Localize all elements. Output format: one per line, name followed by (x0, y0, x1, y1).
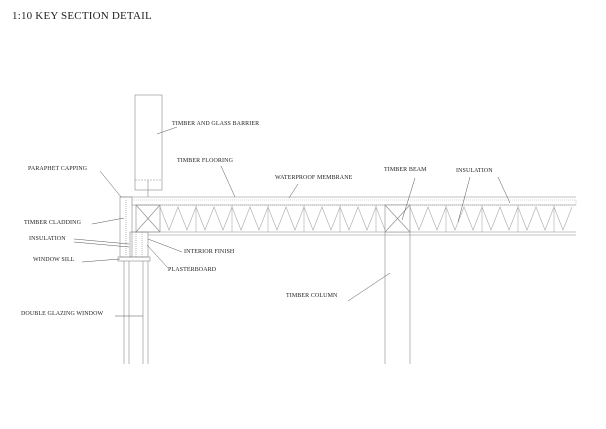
label-interior-finish: INTERIOR FINISH (184, 249, 235, 255)
insulation-hatch (159, 206, 386, 231)
label-timber-cladding: TIMBER CLADDING (24, 220, 81, 226)
label-plasterboard: PLASTERBOARD (168, 267, 217, 273)
floor-slab (120, 196, 577, 236)
label-timber-flooring: TIMBER FLOORING (177, 158, 234, 164)
timber-column (384, 232, 411, 364)
leader-lines (73, 126, 511, 317)
timber-beam (384, 204, 411, 233)
label-timber-column: TIMBER COLUMN (286, 293, 338, 299)
label-waterproof-membrane: WATERPROOF MEMBRANE (275, 175, 353, 181)
label-window-sill: WINDOW SILL (33, 257, 75, 263)
edge-beam (135, 204, 161, 233)
glass-barrier (134, 94, 163, 197)
label-insulation-roof: INSULATION (456, 168, 493, 174)
insulation-hatch (409, 206, 573, 231)
label-insulation-wall: INSULATION (29, 236, 66, 242)
label-timber-beam: TIMBER BEAM (384, 167, 427, 173)
drawing-title: 1:10 KEY SECTION DETAIL (12, 10, 152, 22)
window (117, 256, 151, 364)
label-double-glazing-window: DOUBLE GLAZING WINDOW (21, 311, 104, 317)
label-parapet-capping: PARAPHET CAPPING (28, 166, 88, 172)
label-timber-glass-barrier: TIMBER AND GLASS BARRIER (172, 121, 260, 127)
wall-build-up (129, 231, 149, 258)
